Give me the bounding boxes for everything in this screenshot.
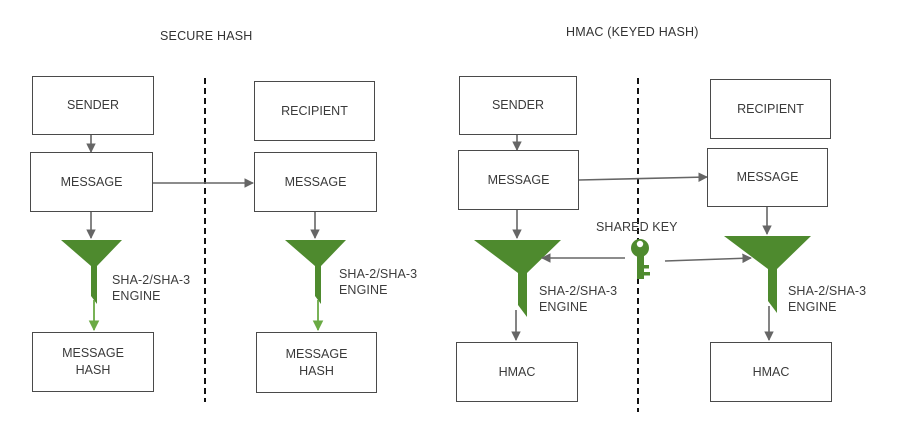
message-hash-box-left: MESSAGE HASH [32, 332, 154, 392]
engine-label-line: ENGINE [112, 289, 161, 303]
shared-key-label: SHARED KEY [596, 220, 678, 234]
message-label: MESSAGE [284, 174, 347, 189]
hash-label-line: MESSAGE [285, 346, 348, 361]
hmac-sender-box: SENDER [459, 76, 577, 135]
funnel-icon [474, 240, 561, 317]
message-hash-label: MESSAGE HASH [286, 346, 348, 380]
hmac-output-label: HMAC [498, 364, 536, 379]
key-icon [631, 239, 650, 279]
engine-label-line: SHA-2/SHA-3 [539, 284, 618, 298]
recipient-label: RECIPIENT [281, 103, 348, 118]
engine-label-line: SHA-2/SHA-3 [788, 284, 867, 298]
arrow-key-to-engine-right [664, 253, 752, 264]
hmac-engine-label-left: SHA-2/SHA-3 ENGINE [539, 283, 617, 315]
sender-message-box: MESSAGE [30, 152, 153, 212]
engine-label-line: SHA-2/SHA-3 [339, 267, 418, 281]
hmac-output-box-left: HMAC [456, 342, 578, 402]
message-label: MESSAGE [736, 170, 799, 184]
engine-label-left: SHA-2/SHA-3 ENGINE [112, 272, 190, 304]
message-hash-label: MESSAGE HASH [62, 345, 124, 379]
hash-label-line: HASH [75, 363, 111, 377]
hmac-engine-label-right: SHA-2/SHA-3 ENGINE [788, 283, 866, 315]
engine-label-line: ENGINE [339, 283, 388, 297]
sender-box: SENDER [32, 76, 154, 135]
sender-label: SENDER [66, 98, 120, 112]
funnel-icon [285, 240, 346, 304]
message-hash-box-right: MESSAGE HASH [256, 332, 377, 393]
recipient-box: RECIPIENT [254, 81, 375, 141]
funnel-icon [61, 240, 122, 304]
hmac-output-box-right: HMAC [710, 342, 832, 402]
hmac-title: HMAC (KEYED HASH) [566, 25, 699, 39]
recipient-label: RECIPIENT [737, 101, 804, 116]
hmac-recipient-message-box: MESSAGE [707, 148, 828, 207]
sender-label: SENDER [491, 98, 545, 112]
arrow-hmac-message-to-recipient-message [578, 172, 708, 183]
hmac-recipient-box: RECIPIENT [710, 79, 831, 139]
engine-label-line: ENGINE [788, 300, 837, 314]
engine-label-line: SHA-2/SHA-3 [112, 273, 191, 287]
secure-hash-title: SECURE HASH [160, 29, 253, 43]
hash-label-line: MESSAGE [62, 346, 124, 360]
hash-label-line: HASH [299, 363, 334, 378]
message-label: MESSAGE [487, 172, 550, 187]
hmac-output-label: HMAC [752, 364, 790, 379]
hmac-sender-message-box: MESSAGE [458, 150, 579, 210]
recipient-message-box: MESSAGE [254, 152, 377, 212]
funnel-icon [724, 236, 811, 313]
engine-label-right: SHA-2/SHA-3 ENGINE [339, 266, 417, 298]
engine-label-line: ENGINE [539, 300, 588, 314]
message-label: MESSAGE [60, 174, 123, 189]
